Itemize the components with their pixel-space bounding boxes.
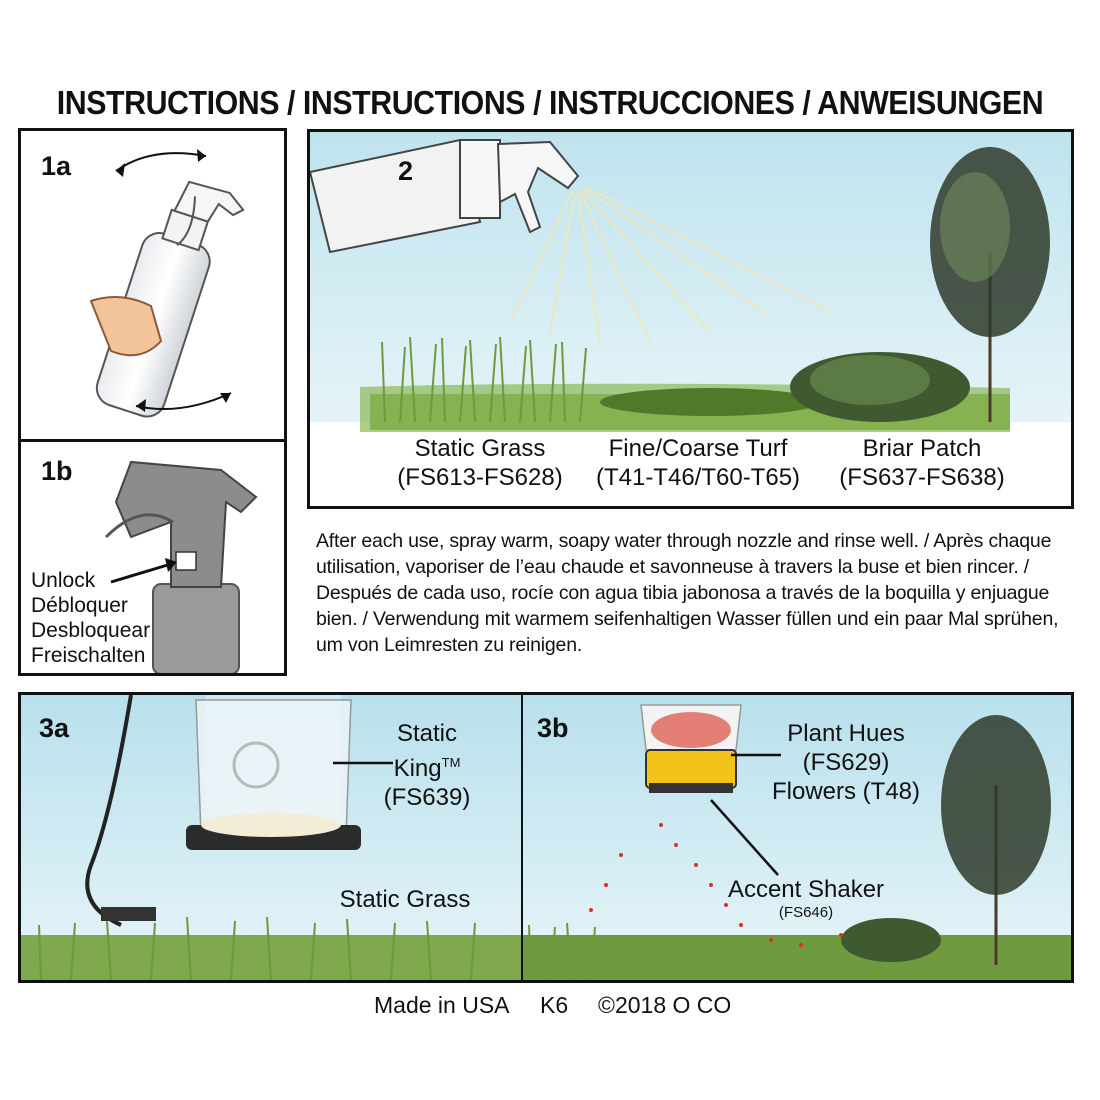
static-king-line2: KingTM	[367, 748, 487, 783]
label-briar-patch: Briar Patch (FS637-FS638)	[822, 434, 1022, 492]
label-turf: Fine/Coarse Turf (T41-T46/T60-T65)	[588, 434, 808, 492]
static-grass-name: Static Grass	[414, 435, 546, 462]
briar-code: (FS637-FS638)	[839, 464, 1005, 491]
unlock-es: Desbloquear	[31, 619, 151, 642]
plant-hues-label: Plant Hues (FS629) Flowers (T48)	[761, 719, 931, 806]
static-king-name: King	[393, 755, 442, 782]
label-static-grass: Static Grass (FS613-FS628)	[380, 434, 580, 492]
flowers-label: Flowers (T48)	[771, 778, 921, 805]
step-3b-label: 3b	[537, 713, 569, 743]
accent-shaker-name: Accent Shaker	[727, 876, 885, 903]
unlock-fr: Débloquer	[31, 594, 128, 617]
step-3a-label: 3a	[39, 713, 70, 743]
panel-3: 3a 3b Static KingTM (FS639) Static Grass…	[18, 692, 1074, 983]
trademark-mark: TM	[441, 755, 461, 770]
care-note: After each use, spray warm, soapy water …	[316, 530, 1059, 656]
static-grass-label-3a: Static Grass	[339, 886, 471, 913]
static-king-line1: Static	[396, 720, 458, 747]
unlock-en: Unlock	[31, 569, 96, 592]
step-2-label: 2	[398, 156, 414, 186]
plant-hues-name: Plant Hues	[787, 720, 905, 747]
accent-shaker-label: Accent Shaker (FS646)	[721, 875, 891, 922]
unlock-de: Freischalten	[31, 644, 146, 667]
trigger-unlock-illustration	[104, 460, 258, 673]
step-1b-label: 1b	[41, 456, 73, 486]
panel-1b: 1b Unlock Débloquer Desbloquear Freischa…	[18, 439, 287, 676]
briar-name: Briar Patch	[862, 435, 982, 462]
panel-2: 2 Static Grass (FS613-FS628) Fine/Coarse…	[307, 129, 1074, 509]
application-scenes-illustration	[21, 695, 1071, 980]
footer-copyright: ©2018 O CO	[598, 992, 732, 1018]
step-1a-label: 1a	[41, 151, 72, 181]
bottle-twist-illustration	[89, 149, 245, 418]
static-king-code: (FS639)	[383, 784, 471, 811]
plant-hues-code: (FS629)	[802, 749, 890, 776]
turf-name: Fine/Coarse Turf	[608, 435, 788, 462]
footer-code: K6	[540, 992, 569, 1018]
turf-code: (T41-T46/T60-T65)	[595, 464, 801, 491]
panel-1a: 1a	[18, 128, 287, 442]
spray-scene-illustration	[310, 132, 1071, 506]
accent-shaker-code: (FS646)	[778, 904, 834, 921]
static-grass-code: (FS613-FS628)	[397, 464, 563, 491]
unlock-labels: Unlock Débloquer Desbloquear Freischalte…	[31, 568, 150, 668]
page-title: INSTRUCTIONS / INSTRUCTIONS / INSTRUCCIO…	[56, 84, 1044, 121]
footer-made-in: Made in USA	[374, 992, 510, 1018]
static-king-label: Static KingTM (FS639)	[367, 719, 487, 812]
